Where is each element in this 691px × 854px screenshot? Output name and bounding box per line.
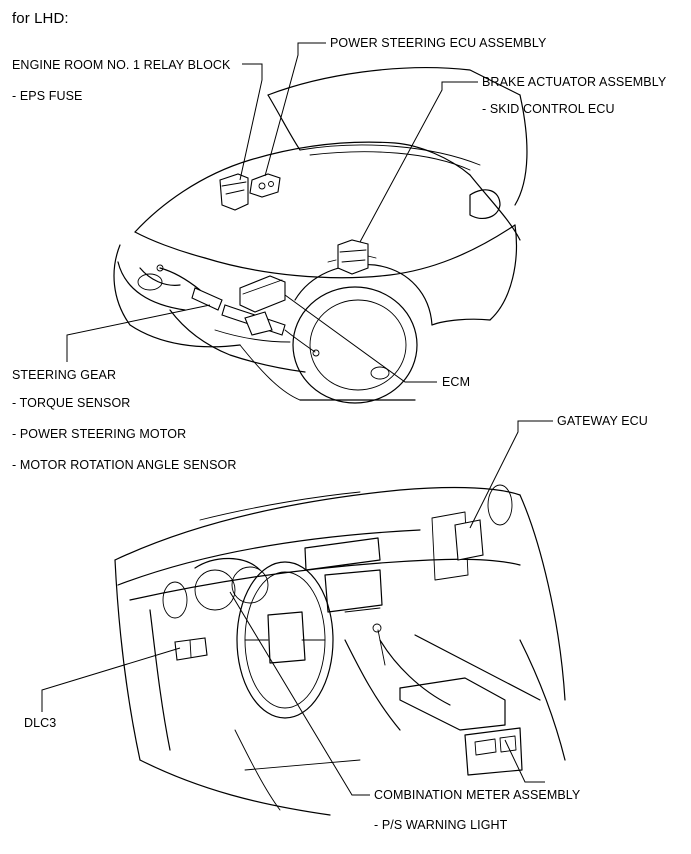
- label-motor-rotation-angle-sensor: - MOTOR ROTATION ANGLE SENSOR: [12, 458, 237, 472]
- label-combination-meter: COMBINATION METER ASSEMBLY: [374, 788, 581, 802]
- label-relay-block: ENGINE ROOM NO. 1 RELAY BLOCK: [12, 58, 231, 72]
- label-brake-actuator: BRAKE ACTUATOR ASSEMBLY: [482, 75, 667, 89]
- label-skid-control-ecu: - SKID CONTROL ECU: [482, 102, 615, 116]
- car-front-illustration: [113, 67, 528, 404]
- power-steering-ecu-part: [249, 173, 281, 198]
- label-torque-sensor: - TORQUE SENSOR: [12, 396, 131, 410]
- ecm-part: [239, 275, 286, 313]
- label-gateway-ecu: GATEWAY ECU: [557, 414, 648, 428]
- label-dlc3: DLC3: [24, 716, 57, 730]
- label-ps-warning-light: - P/S WARNING LIGHT: [374, 818, 508, 832]
- relay-block-part: [219, 173, 249, 211]
- interior-illustration: [114, 484, 566, 816]
- leader-lines: [41, 42, 553, 796]
- label-power-steering-ecu: POWER STEERING ECU ASSEMBLY: [330, 36, 547, 50]
- label-eps-fuse: - EPS FUSE: [12, 89, 83, 103]
- brake-actuator-part: [327, 239, 377, 275]
- steering-gear-part: [156, 264, 320, 357]
- label-ecm: ECM: [442, 375, 471, 389]
- label-power-steering-motor: - POWER STEERING MOTOR: [12, 427, 187, 441]
- page-title: for LHD:: [12, 10, 69, 27]
- label-steering-gear: STEERING GEAR: [12, 368, 117, 382]
